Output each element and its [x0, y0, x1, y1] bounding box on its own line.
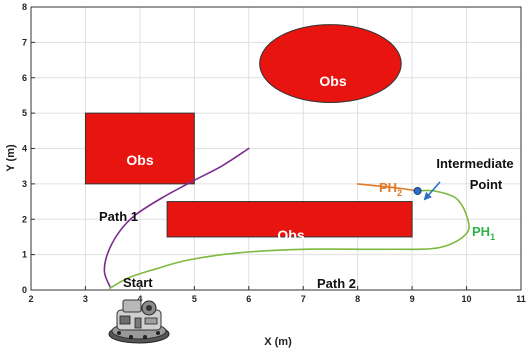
ph2-label: PH2 — [379, 180, 402, 198]
markers — [413, 186, 422, 195]
x-tick-label: 5 — [192, 294, 197, 304]
obstacle-ellipse-2 — [259, 24, 402, 104]
x-tick-label: 2 — [28, 294, 33, 304]
x-tick-label: 9 — [410, 294, 415, 304]
x-tick-label: 8 — [355, 294, 360, 304]
y-tick-label: 6 — [22, 73, 27, 83]
y-tick-label: 5 — [22, 108, 27, 118]
x-tick-label: 4 — [137, 294, 142, 304]
intermediate-point-label-line2: Point — [470, 177, 503, 192]
x-tick-label: 6 — [246, 294, 251, 304]
y-tick-label: 8 — [22, 2, 27, 12]
x-axis-label: X (m) — [264, 336, 292, 348]
x-tick-label: 3 — [83, 294, 88, 304]
series-line-1 — [109, 189, 470, 289]
intermediate-point-arrow — [423, 181, 441, 201]
ticks: 2 3 4 5 6 7 8 9 10 11 0 1 2 3 4 5 6 7 8 — [22, 2, 526, 304]
start-label: Start — [123, 275, 153, 290]
y-tick-label: 2 — [22, 214, 27, 224]
series-line-0 — [103, 147, 250, 288]
robot-icon — [108, 299, 170, 344]
x-tick-label: 10 — [462, 294, 472, 304]
y-tick-label: 7 — [22, 37, 27, 47]
obstacle-label-top: Obs — [319, 73, 346, 89]
obstacle-label-left: Obs — [126, 152, 153, 168]
obstacle-rect-0 — [84, 112, 195, 185]
path2-label: Path 2 — [317, 276, 356, 291]
path1-label: Path 1 — [99, 209, 138, 224]
y-tick-label: 3 — [22, 179, 27, 189]
obstacles — [84, 24, 413, 238]
obstacle-rect-1 — [166, 201, 413, 238]
intermediate-point-marker — [413, 186, 422, 195]
x-tick-label: 11 — [516, 294, 526, 304]
y-tick-label: 4 — [22, 144, 27, 154]
series-line-2 — [356, 183, 419, 192]
ph1-label: PH1 — [472, 224, 495, 242]
paths — [103, 147, 470, 289]
y-tick-label: 0 — [22, 285, 27, 295]
obstacle-label-center: Obs — [277, 227, 304, 243]
y-axis-label: Y (m) — [5, 144, 17, 172]
y-tick-label: 1 — [22, 250, 27, 260]
x-tick-label: 7 — [301, 294, 306, 304]
intermediate-point-label-line1: Intermediate — [436, 156, 513, 171]
